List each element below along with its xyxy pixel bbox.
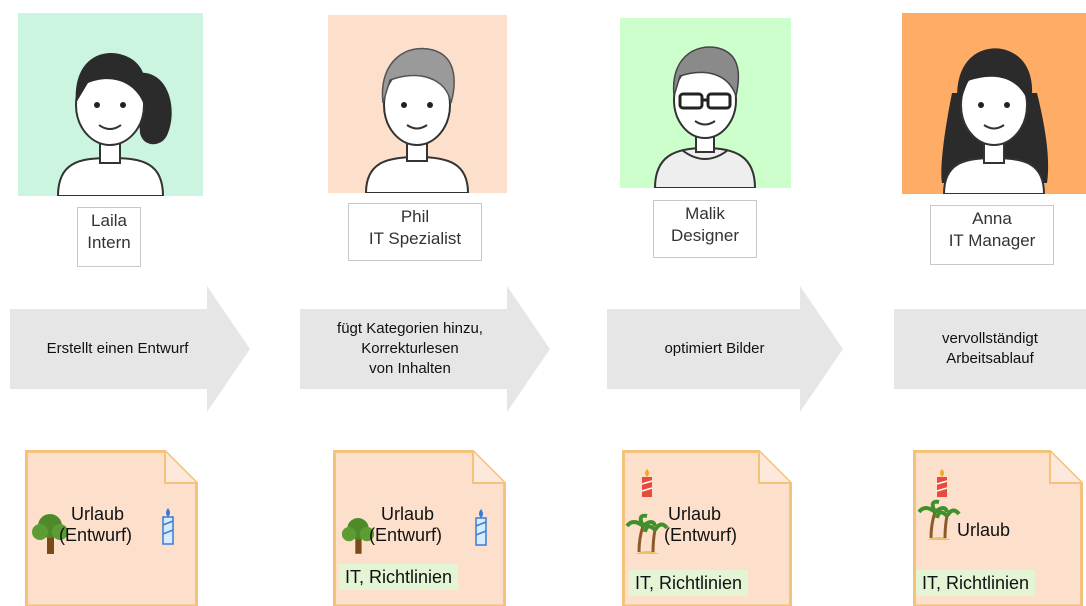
- step-text-4: vervollständigt Arbeitsablauf: [942, 330, 1038, 367]
- person-name: Malik: [685, 204, 725, 223]
- person-long-hair-icon: [941, 48, 1049, 194]
- category-tag: IT, Richtlinien: [339, 564, 459, 590]
- tree-icon: [32, 514, 68, 554]
- document-1: Urlaub (Entwurf): [25, 450, 198, 606]
- person-role: Designer: [670, 226, 740, 245]
- person-label-malik: Malik Designer: [653, 200, 757, 258]
- document-title: Urlaub (Entwurf): [59, 504, 133, 545]
- step-text-1: Erstellt einen Entwurf: [46, 340, 189, 357]
- step-text-2: fügt Kategorien hinzu, Korrekturlesen vo…: [337, 320, 483, 377]
- arrow-shape: [607, 286, 843, 412]
- person-name: Anna: [972, 209, 1012, 228]
- person-label-laila: Laila Intern: [77, 207, 141, 267]
- document-3: Urlaub (Entwurf) IT, Richtlinien: [622, 450, 792, 606]
- avatar-phil: [328, 15, 507, 193]
- step-arrow-2: fügt Kategorien hinzu, Korrekturlesen vo…: [300, 286, 550, 412]
- avatar-laila: [18, 13, 203, 196]
- person-role: IT Spezialist: [368, 229, 462, 248]
- person-name: Laila: [91, 211, 127, 230]
- document-page: [622, 450, 792, 606]
- person-short-hair-icon: [364, 47, 470, 193]
- step-text-3: optimiert Bilder: [664, 340, 765, 357]
- person-role: Intern: [87, 233, 131, 252]
- candle-blue-icon: [162, 508, 174, 545]
- person-glasses-icon: [653, 46, 757, 188]
- candle-red-icon: [641, 469, 653, 497]
- person-role: IT Manager: [948, 231, 1036, 250]
- category-tag: IT, Richtlinien: [629, 570, 749, 596]
- document-page: [913, 450, 1083, 606]
- document-page: [25, 450, 198, 606]
- arrow-shape: [300, 286, 550, 412]
- person-label-phil: Phil IT Spezialist: [348, 203, 482, 261]
- category-tag: IT, Richtlinien: [916, 570, 1036, 596]
- box-shape: [894, 309, 1086, 389]
- palm-icon: [917, 499, 961, 540]
- arrow-shape: [10, 286, 250, 412]
- step-box-4: vervollständigt Arbeitsablauf: [894, 309, 1086, 389]
- person-ponytail-icon: [56, 52, 172, 196]
- person-name: Phil: [400, 207, 430, 226]
- avatar-malik: [620, 18, 791, 188]
- document-title: Urlaub (Entwurf): [369, 504, 443, 545]
- candle-red-icon: [936, 469, 948, 497]
- avatar-anna: [902, 13, 1086, 194]
- step-arrow-3: optimiert Bilder: [607, 286, 843, 412]
- document-2: Urlaub (Entwurf) IT, Richtlinien: [333, 450, 506, 606]
- document-4: Urlaub IT, Richtlinien: [913, 450, 1083, 606]
- document-title: Urlaub (Entwurf): [664, 504, 738, 545]
- document-title: Urlaub: [957, 520, 1011, 540]
- candle-blue-icon: [475, 509, 487, 546]
- step-arrow-1: Erstellt einen Entwurf: [10, 286, 250, 412]
- palm-icon: [625, 513, 669, 554]
- person-label-anna: Anna IT Manager: [930, 205, 1054, 265]
- tree-icon: [341, 518, 375, 554]
